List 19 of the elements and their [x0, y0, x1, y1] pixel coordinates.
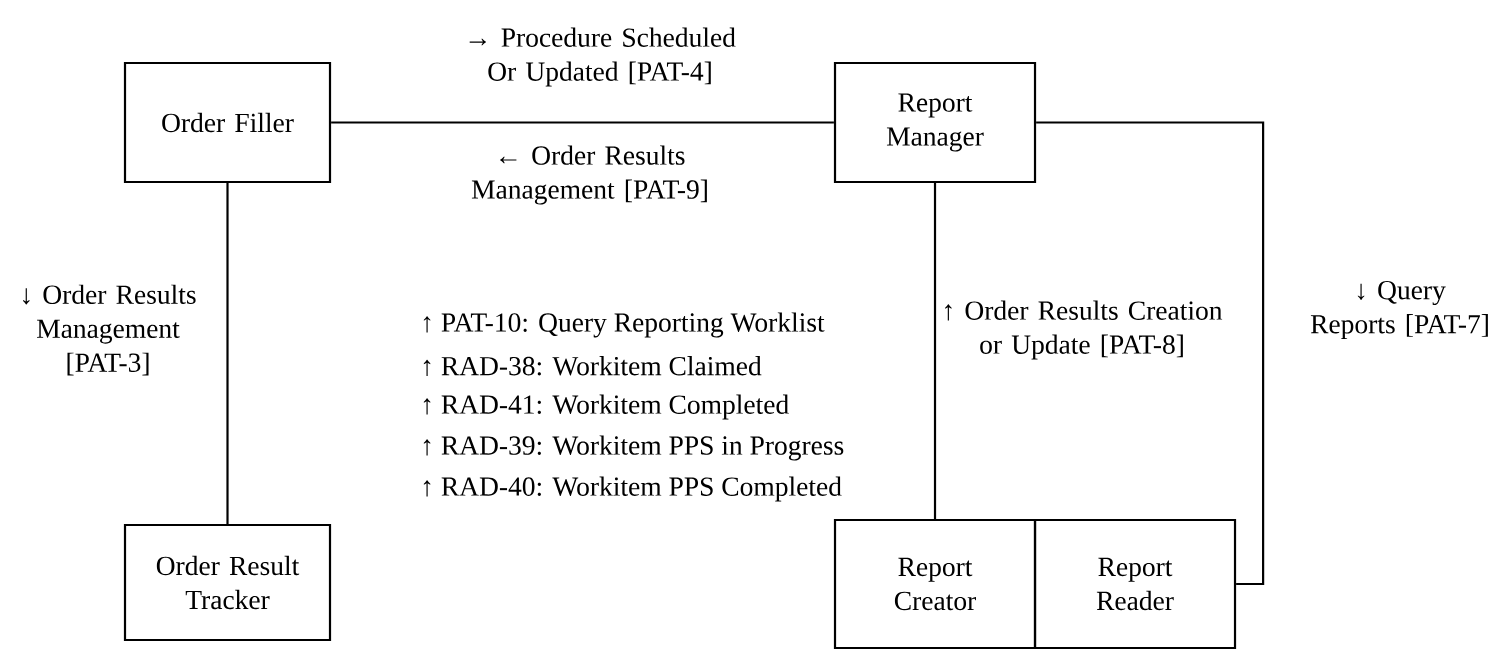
message-label: ↑ RAD-38: Workitem Claimed	[423, 356, 762, 376]
message-label: ↑ RAD-41: Workitem Completed	[423, 394, 789, 420]
connector-line	[226, 183, 229, 524]
actor-box: Report Reader	[1033, 518, 1237, 650]
message-label: ↑ PAT-10: Query Reporting Worklist	[423, 312, 825, 338]
connector-line	[331, 121, 834, 124]
connector-line	[933, 183, 937, 519]
edge-label: ↑ Order Results Creation or Update [PAT-8]	[945, 300, 1223, 360]
edge-label: ↓ Order Results Management [PAT-3]	[23, 284, 196, 376]
actor-box: Report Manager	[833, 61, 1037, 184]
connector-line	[1036, 121, 1265, 586]
actor-box: Report Creator	[833, 518, 1037, 650]
edge-label: → Procedure Scheduled Or Updated [PAT-4]	[469, 27, 736, 87]
message-label: ↑ RAD-39: Workitem PPS in Progress	[423, 435, 844, 461]
actor-box: Order Filler	[123, 61, 332, 184]
actor-box: Order Result Tracker	[123, 523, 332, 642]
edge-label: ↓ Query Reports [PAT-7]	[1310, 280, 1488, 340]
message-label: ↑ RAD-40: Workitem PPS Completed	[423, 476, 842, 502]
message-label: ← Order Results Management [PAT-9]	[471, 145, 707, 205]
